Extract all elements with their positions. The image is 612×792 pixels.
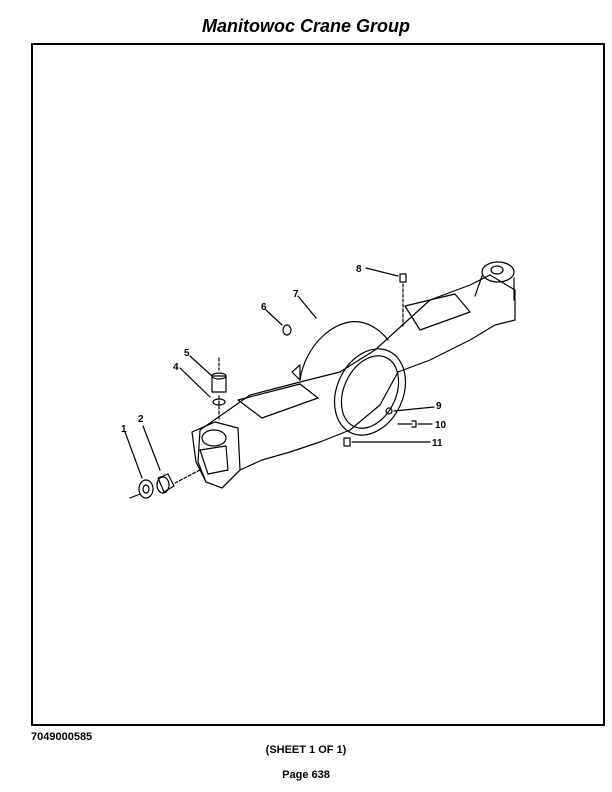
sheet-indicator: (SHEET 1 OF 1) (265, 744, 347, 756)
callout-4: 4 (173, 362, 179, 373)
callout-10: 10 (435, 420, 447, 431)
right-knuckle-eye (481, 261, 515, 283)
part-1-seal (138, 479, 154, 499)
part-5-bushing (211, 375, 227, 393)
callout-8: 8 (356, 264, 362, 275)
callout-5: 5 (184, 348, 190, 359)
part-2-bushing (157, 473, 175, 493)
callout-9: 9 (436, 401, 442, 412)
differential-bowl (333, 348, 407, 436)
part-9-washer (385, 407, 393, 415)
part-number: 7049000585 (31, 731, 93, 743)
figure-frame (31, 43, 605, 726)
callout-6: 6 (261, 302, 267, 313)
part-8-vent (399, 273, 407, 283)
left-knuckle (191, 421, 241, 489)
spring-pad-right (404, 293, 471, 331)
page-title: Manitowoc Crane Group (201, 16, 410, 36)
callout-7: 7 (293, 289, 299, 300)
callout-11: 11 (432, 438, 443, 449)
axle-housing-outline (197, 274, 516, 489)
callout-1: 1 (121, 424, 127, 435)
spring-pad-left (237, 383, 319, 419)
part-6-fitting (282, 324, 292, 336)
page-number: Page 638 (282, 769, 330, 781)
callout-2: 2 (138, 414, 144, 425)
callout-labels: 1 2 4 5 6 7 8 9 10 11 (121, 264, 447, 449)
part-11-plug (343, 437, 351, 447)
part-10-bolt (397, 420, 417, 428)
